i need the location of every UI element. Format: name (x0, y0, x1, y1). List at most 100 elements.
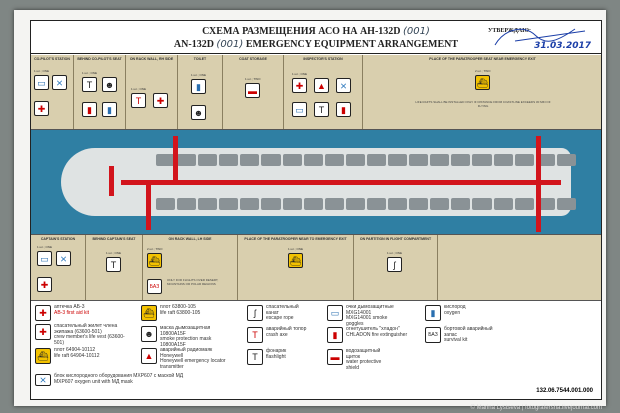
oxygen-icon: ▮ (102, 102, 117, 117)
oxygen-icon: ▮ (425, 305, 441, 321)
life-raft-icon: ⛴ (288, 253, 303, 268)
section-note: LIFE RAFTS SHALL BE INSTALLED ONLY IF DI… (415, 100, 551, 108)
smoke-goggles-icon: ▭ (37, 251, 52, 266)
seat-row-left (156, 198, 576, 210)
qty: 1 шт.; ONE (106, 251, 121, 255)
section-label: INSPECTOR'S STATION (303, 57, 343, 61)
seat-row-right (156, 154, 576, 166)
signature: 31.03.2017 (485, 23, 595, 51)
section-behind-captain-seat: BEHIND CAPTAIN'S SEAT 1 шт.; ONE T (86, 235, 143, 300)
section-note: ONLY FOR FLIGHTS OVER DESERT, MOUNTAINS … (167, 278, 219, 286)
title-en-suffix: EMERGENCY EQUIPMENT ARRANGEMENT (245, 39, 459, 50)
section-inspector-station: INSPECTOR'S STATION 1 шт.; ONE ✚ ▲ ⨯ ▭ T… (284, 55, 363, 129)
crash-axe-icon: T (131, 93, 146, 108)
qty: 1 шт.; ONE (288, 247, 303, 251)
oxygen-unit-icon: ⨯ (35, 374, 51, 386)
escape-route-main (121, 180, 561, 185)
escape-route-down-front (146, 182, 151, 230)
document-code: 132.06.7544.001.000 (536, 388, 593, 394)
watermark: © Marina Lystseva | fotografersha.livejo… (470, 405, 602, 411)
survival-kit-icon: БАЗ (425, 327, 441, 343)
section-behind-copilot-seat: BEHIND CO-PILOT'S SEAT 1 шт.; ONE T ☻ ▮ … (74, 55, 126, 129)
section-captain-station: CAPTAIN'S STATION 1 шт.; ONE ▭ ⨯ ✚ (31, 235, 86, 300)
smoke-goggles-icon: ▭ (327, 305, 343, 321)
section-label: BEHIND CAPTAIN'S SEAT (92, 237, 136, 241)
first-aid-kit-icon: ✚ (153, 93, 168, 108)
water-shield-icon: ▬ (245, 83, 260, 98)
fire-extinguisher-icon: ▮ (336, 102, 351, 117)
survival-kit-label: БАЗ (149, 284, 160, 290)
fire-extinguisher-icon: ▮ (327, 327, 343, 343)
section-paratrooper-exit: PLACE OF THE PARATROOPER SEAT NEAR EMERG… (363, 55, 602, 129)
section-label: COAT STORAGE (239, 57, 267, 61)
qty: 2 шт.; TWO (147, 247, 163, 251)
section-flight-compartment-partition: ON PARTITION IN FLIGHT COMPARTMENT 1 шт.… (354, 235, 438, 300)
handwritten-number: (001) (403, 26, 430, 37)
section-paratrooper-exit-lower: PLACE OF THE PARATROOPER NEAR TO EMERGEN… (238, 235, 354, 300)
escape-rope-icon: ʃ (387, 257, 402, 272)
qty: 1 шт.; ONE (37, 245, 52, 249)
qty: 1 шт.; ONE (191, 73, 206, 77)
section-label: PLACE OF THE PARATROOPER SEAT NEAR EMERG… (429, 57, 536, 61)
oxygen-unit-icon: ⨯ (336, 78, 351, 93)
life-raft-icon: ⛴ (141, 305, 157, 321)
escape-route-rear (536, 136, 541, 232)
top-equipment-band: CO-PILOT'S STATION 1 шт.; ONE ▭ ⨯ ✚ BEHI… (31, 55, 601, 130)
title-block: СХЕМА РАЗМЕЩЕНИЯ АСО НА АН-132D (001) AN… (31, 21, 601, 54)
handwritten-number: (001) (216, 39, 244, 50)
smoke-mask-icon: ☻ (191, 105, 206, 120)
section-label: TOILET (193, 57, 207, 61)
water-shield-icon: ▬ (327, 349, 343, 365)
flashlight-icon: T (314, 102, 329, 117)
survival-kit-icon: БАЗ (147, 279, 162, 294)
section-label: CO-PILOT'S STATION (34, 57, 70, 61)
life-raft-icon: ⛴ (475, 75, 490, 90)
flashlight-icon: T (106, 257, 121, 272)
life-vest-icon: ✚ (34, 101, 49, 116)
smoke-goggles-icon: ▭ (34, 75, 49, 90)
locator-transmitter-icon: ▲ (141, 348, 157, 364)
section-label: ON RACK WALL, LH SIDE (168, 237, 212, 241)
section-label: CAPTAIN'S STATION (40, 237, 76, 241)
qty: 1 шт.; ONE (292, 72, 307, 76)
escape-rope-icon: ʃ (247, 305, 263, 321)
escape-route-cockpit (109, 166, 114, 196)
qty: 2 шт.; TWO (475, 69, 491, 73)
qty: 1 шт.; TWO (245, 77, 261, 81)
legend-item: ✚спасательный жилет члена экипажа (63600… (35, 323, 135, 346)
life-vest-icon: ✚ (292, 78, 307, 93)
qty: 1 шт.; ONE (82, 71, 97, 75)
section-rack-wall-rh: ON RACK WALL, RH SIDE 1 шт.; ONE T ✚ (126, 55, 178, 129)
crash-axe-icon: T (247, 327, 263, 343)
title-ru: СХЕМА РАЗМЕЩЕНИЯ АСО НА АН-132D (202, 26, 401, 37)
oxygen-unit-icon: ⨯ (52, 75, 67, 90)
signature-date: 31.03.2017 (534, 41, 591, 51)
life-vest-icon: ✚ (37, 277, 52, 292)
bottom-equipment-band: CAPTAIN'S STATION 1 шт.; ONE ▭ ⨯ ✚ BEHIN… (31, 234, 601, 301)
section-label: ON PARTITION IN FLIGHT COMPARTMENT (359, 237, 432, 241)
approve-label: УТВЕРЖДАЮ: (487, 28, 531, 34)
legend-item: ⨯блок кислородного оборудования MXP607 с… (35, 373, 183, 386)
section-copilot-station: CO-PILOT'S STATION 1 шт.; ONE ▭ ⨯ ✚ (31, 55, 74, 129)
first-aid-kit-icon: ✚ (35, 305, 51, 321)
qty: 1 шт.; ONE (387, 251, 402, 255)
section-label: BEHIND CO-PILOT'S SEAT (77, 57, 122, 61)
life-raft-icon: ⛴ (147, 253, 162, 268)
qty: 1 шт.; ONE (34, 69, 49, 73)
section-toilet: TOILET 1 шт.; ONE ▮ ☻ (178, 55, 223, 129)
fuselage-body (61, 136, 576, 232)
section-label: PLACE OF THE PARATROOPER NEAR TO EMERGEN… (244, 237, 347, 241)
